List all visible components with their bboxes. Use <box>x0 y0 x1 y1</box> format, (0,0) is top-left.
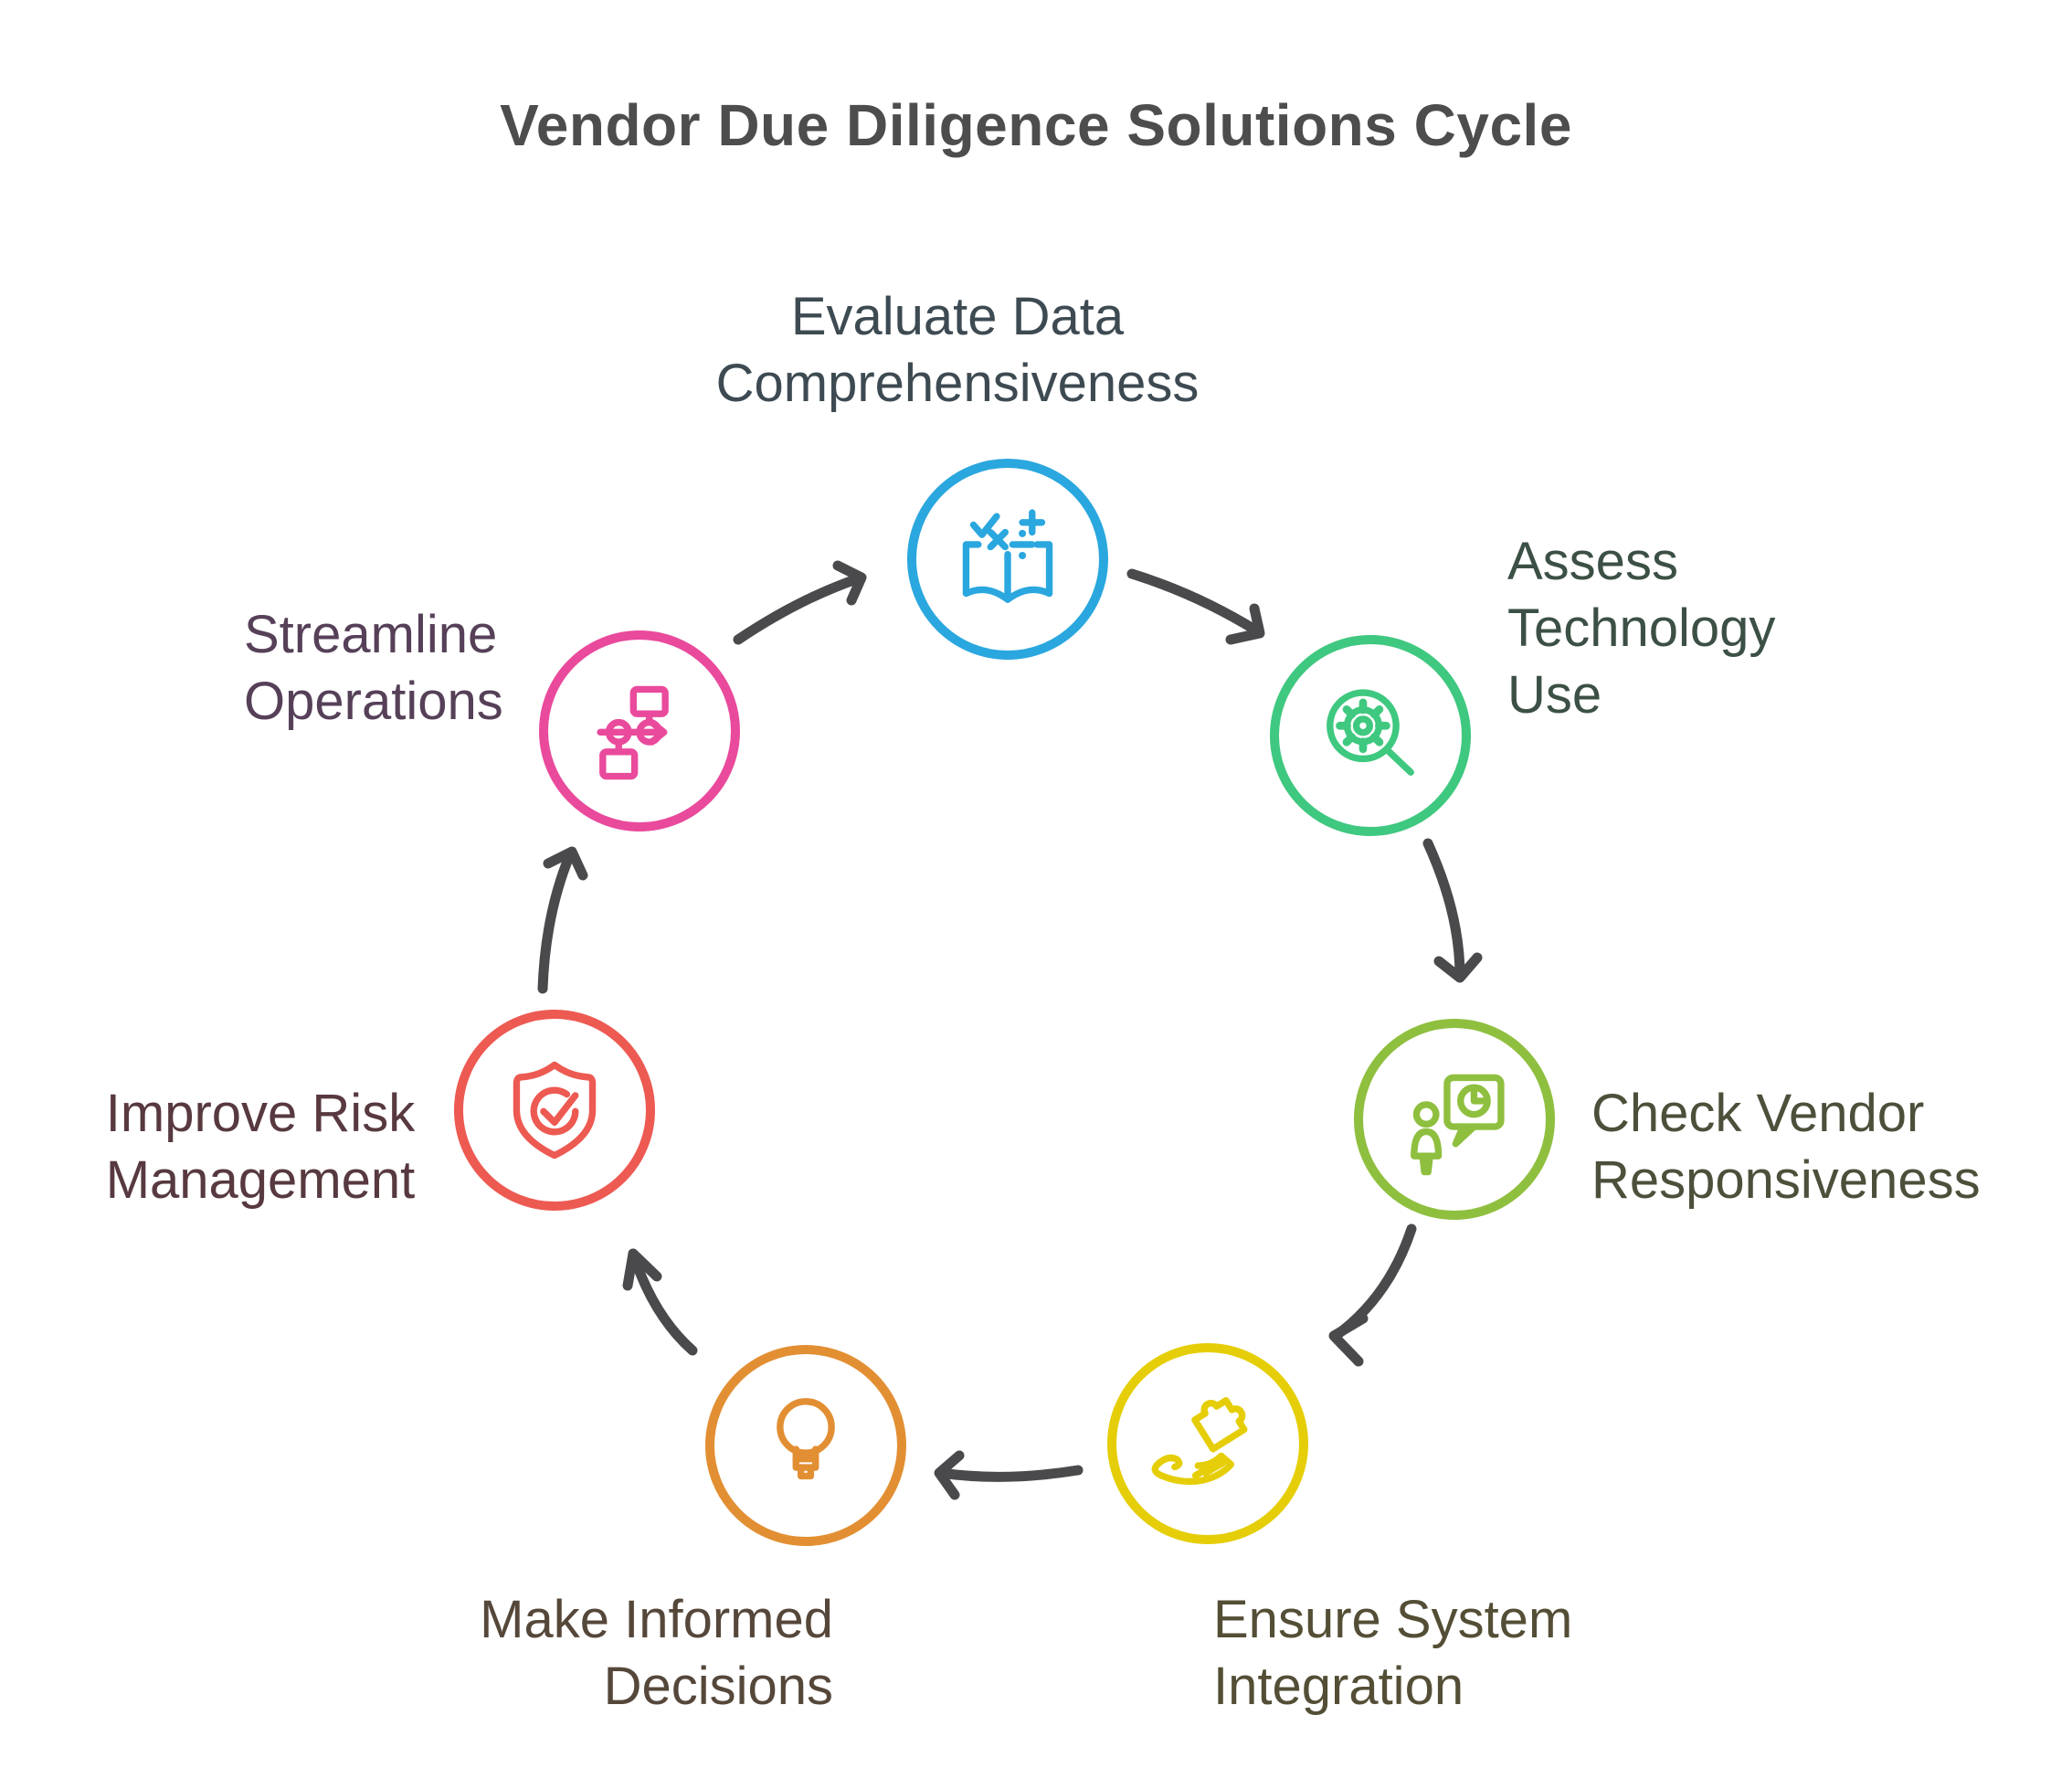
gear-magnifier-icon <box>1327 689 1414 776</box>
arrow-ensure-to-decisions <box>936 1465 1084 1482</box>
shield-check-icon <box>513 1061 597 1160</box>
hand-puzzle-icon <box>1151 1397 1248 1486</box>
lightbulb-icon <box>777 1398 835 1480</box>
flowchart-icon <box>597 685 669 780</box>
node-streamline-ops <box>539 630 740 831</box>
node-improve-risk <box>454 1010 655 1211</box>
person-chat-clock-icon <box>1411 1074 1505 1176</box>
arrow-evaluate-to-assess <box>1126 568 1262 636</box>
label-check-vendor: Check Vendor Responsiveness <box>1591 1084 1981 1211</box>
label-streamline-ops: Streamline Operations <box>244 605 503 732</box>
arrow-assess-to-check <box>1422 838 1465 981</box>
label-evaluate-data: Evaluate Data Comprehensiveness <box>715 287 1200 414</box>
label-assess-technology: Assess Technology Use <box>1507 532 1776 725</box>
node-evaluate-data <box>907 459 1108 660</box>
label-improve-risk: Improve Risk Management <box>105 1084 416 1211</box>
arrow-check-to-ensure <box>1330 1223 1417 1341</box>
node-make-decisions <box>705 1345 906 1546</box>
node-ensure-integration <box>1107 1343 1308 1544</box>
arrow-decisions-to-risk <box>628 1248 698 1356</box>
page-title: Vendor Due Diligence Solutions Cycle <box>500 92 1572 158</box>
arrow-streamline-to-evaluate <box>733 573 864 645</box>
arrow-risk-to-streamline <box>537 849 576 994</box>
label-ensure-integration: Ensure System Integration <box>1213 1590 1573 1717</box>
math-book-icon <box>962 509 1053 603</box>
node-assess-technology <box>1270 635 1471 836</box>
node-check-vendor <box>1354 1019 1555 1220</box>
label-make-decisions: Make Informed Decisions <box>480 1590 833 1717</box>
